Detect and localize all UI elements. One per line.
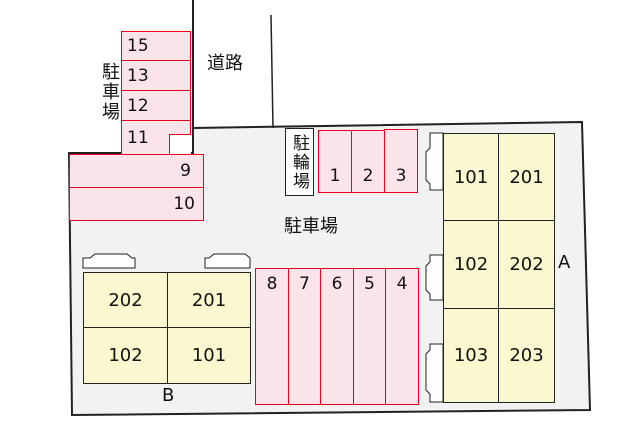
building-b-label: B [162, 385, 175, 406]
parking-space-3: 3 [384, 129, 418, 193]
unit-a-203: 203 [498, 308, 555, 403]
parking-notch [169, 134, 191, 154]
parking-space-6: 6 [320, 268, 354, 405]
parking-space-12: 12 [121, 90, 191, 121]
parking-label-center: 駐車場 [284, 216, 338, 237]
parking-space-1: 1 [318, 130, 352, 193]
unit-a-103: 103 [443, 308, 499, 403]
parking-space-2: 2 [351, 130, 385, 193]
parking-space-13: 13 [121, 60, 191, 91]
unit-a-202: 202 [498, 220, 555, 309]
parking-label-left: 駐車場 [99, 62, 120, 122]
parking-space-8: 8 [255, 268, 289, 405]
parking-space-5: 5 [353, 268, 386, 405]
unit-b-102: 102 [83, 327, 168, 384]
unit-b-202: 202 [83, 272, 168, 328]
parking-space-15: 15 [121, 31, 191, 61]
unit-b-101: 101 [167, 327, 251, 384]
parking-space-10: 10 [69, 187, 204, 221]
unit-a-102: 102 [443, 220, 499, 309]
parking-space-9: 9 [69, 154, 204, 188]
building-a-label: A [558, 252, 571, 273]
parking-space-4: 4 [385, 268, 419, 405]
unit-b-201: 201 [167, 272, 251, 328]
parking-space-7: 7 [288, 268, 321, 405]
bicycle-parking: 駐輪場 [285, 128, 314, 196]
road-label: 道路 [207, 53, 243, 74]
road-edge-right [270, 14, 274, 129]
unit-a-201: 201 [498, 133, 555, 221]
unit-a-101: 101 [443, 133, 499, 221]
